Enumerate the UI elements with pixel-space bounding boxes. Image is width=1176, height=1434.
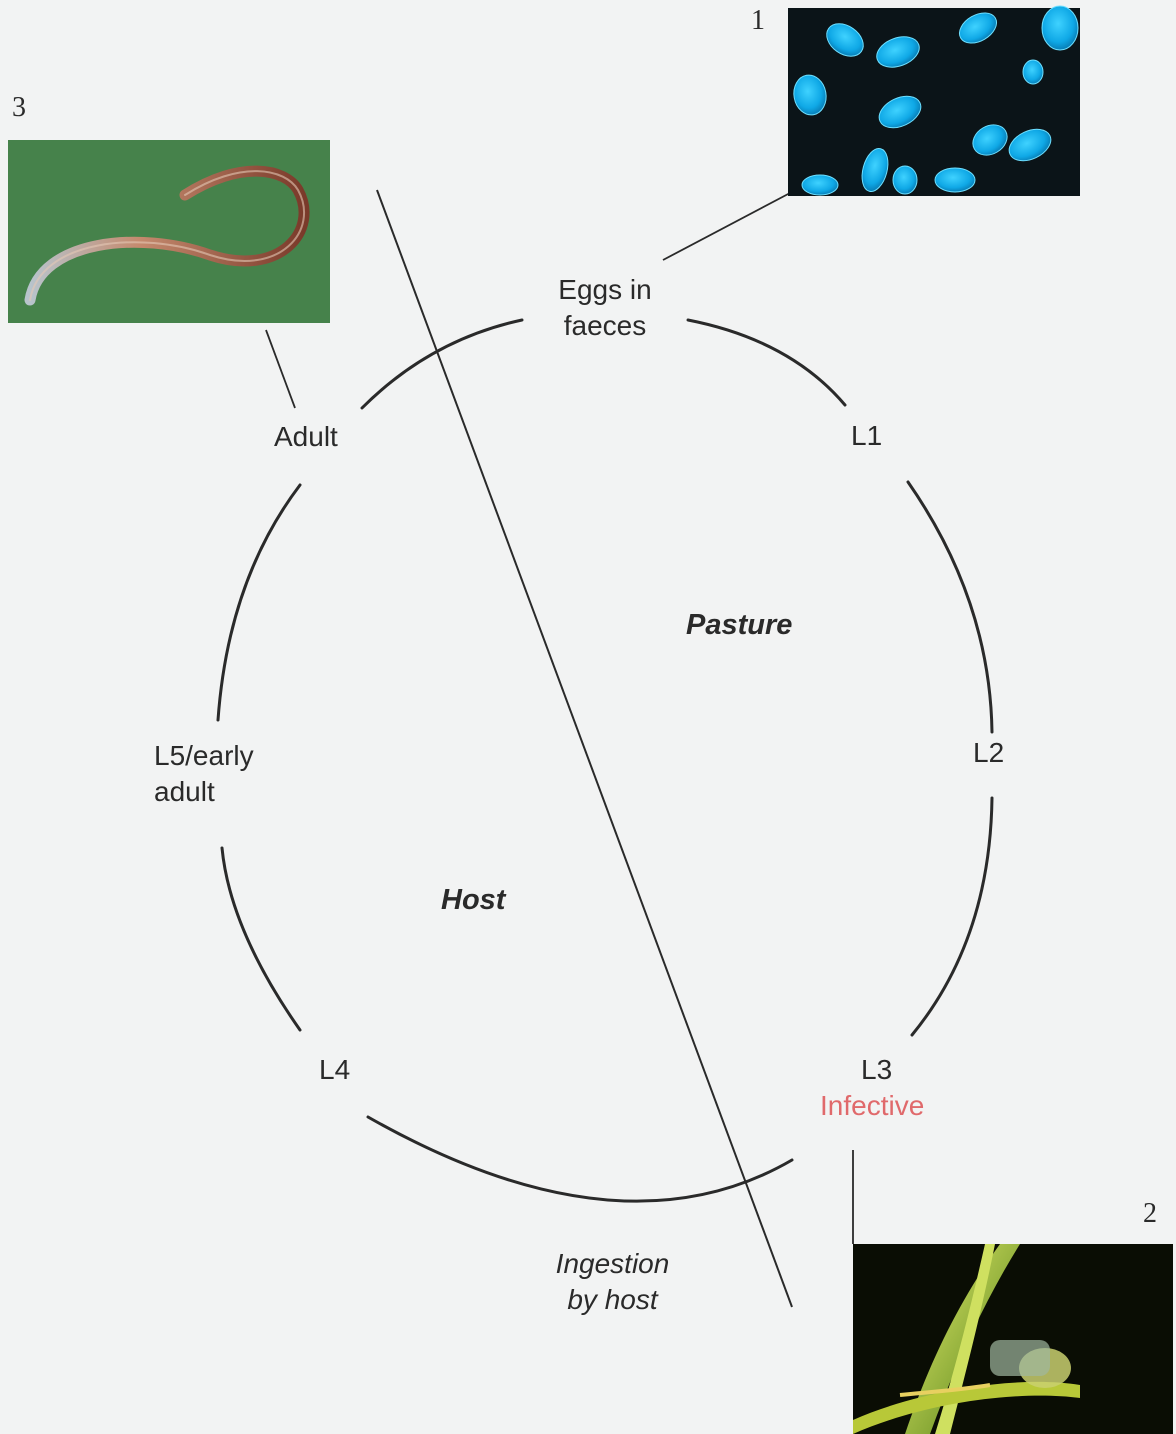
eggs-text: Eggs in faeces [558, 274, 651, 341]
photo-number-adult: 3 [12, 92, 26, 124]
arc-l3-to-l4 [368, 1117, 792, 1201]
stage-l1-label: L1 [851, 418, 882, 454]
stage-l5-label: L5/early adult [154, 738, 254, 810]
region-pasture-label: Pasture [686, 607, 792, 643]
photo-number-larva: 2 [1143, 1198, 1157, 1230]
arc-l2-to-l3 [912, 798, 992, 1035]
arc-eggs-to-l1 [688, 320, 845, 405]
arc-l4-to-l5 [222, 848, 300, 1030]
arc-l5-to-adult [218, 485, 300, 720]
stage-infective-label: Infective [820, 1088, 924, 1124]
region-host-label: Host [441, 882, 505, 918]
photo-number-eggs: 1 [751, 5, 765, 37]
adult-worm-photo [8, 140, 330, 323]
ingestion-label: Ingestion by host [530, 1246, 695, 1318]
ingestion-text: Ingestion by host [556, 1248, 670, 1315]
arc-l1-to-l2 [908, 482, 992, 732]
leader-line-eggs [663, 193, 790, 260]
larva-on-grass-photo [853, 1244, 1173, 1434]
host-pasture-divider [377, 190, 792, 1307]
stage-l3-label: L3 [861, 1052, 892, 1088]
stage-adult-label: Adult [274, 419, 338, 455]
eggs-photo [788, 6, 1080, 196]
stage-l4-label: L4 [319, 1052, 350, 1088]
stage-eggs-label: Eggs in faeces [530, 272, 680, 344]
leader-line-adult [266, 330, 295, 408]
stage-l2-label: L2 [973, 735, 1004, 771]
l5-text: L5/early adult [154, 740, 254, 807]
